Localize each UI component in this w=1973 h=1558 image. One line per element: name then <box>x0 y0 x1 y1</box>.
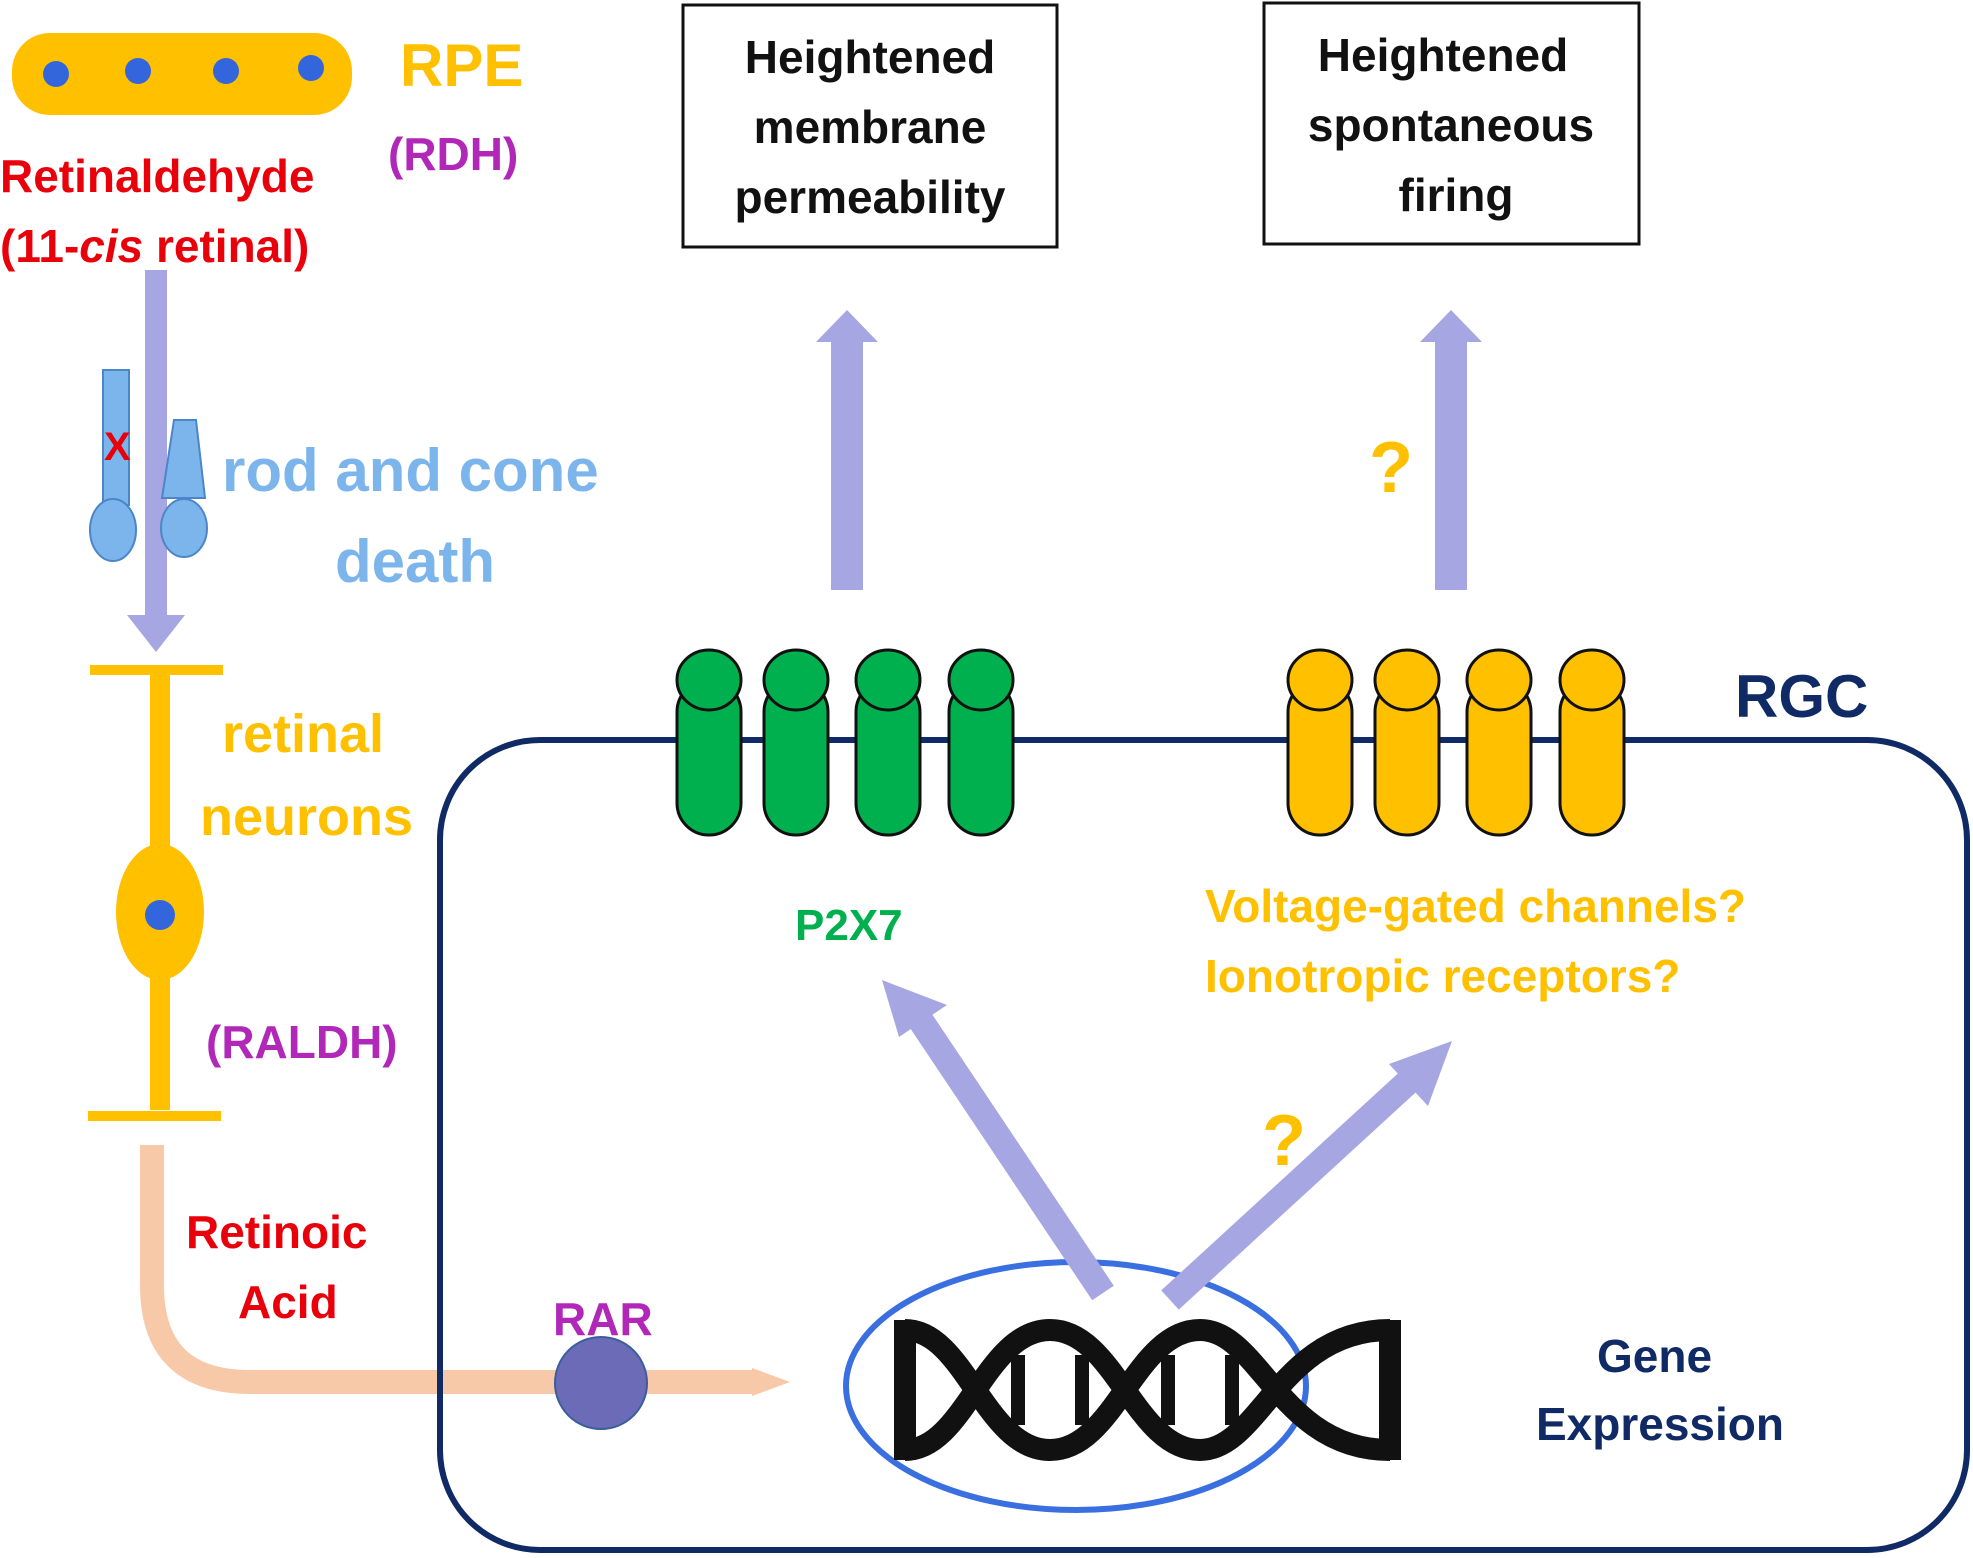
cone-photoreceptor <box>160 419 208 558</box>
retinal-neurons-line2: neurons <box>200 787 413 847</box>
rar-receptor <box>554 1336 648 1430</box>
rod-cone-death-line1: rod and cone <box>222 437 599 504</box>
rod-cone-death-line2: death <box>335 528 495 595</box>
gene-expression-line2: Expression <box>1536 1398 1784 1450</box>
rpe-cells <box>12 33 352 115</box>
rar-label: RAR <box>553 1293 653 1345</box>
membrane-box-line2: membrane <box>754 101 987 153</box>
rdh-label: (RDH) <box>388 128 518 180</box>
raldh-label: (RALDH) <box>206 1016 398 1068</box>
rpe-nucleus <box>125 58 151 84</box>
voltage-gated-channel <box>1286 648 1354 837</box>
membrane-box-line3: permeability <box>735 171 1006 223</box>
membrane-box-line1: Heightened <box>745 31 995 83</box>
retinaldehyde-label: Retinaldehyde <box>0 150 314 202</box>
retinoic-acid-line1: Retinoic <box>186 1206 367 1258</box>
firing-box-line3: firing <box>1399 169 1514 221</box>
dna-helix-icon <box>894 1318 1401 1462</box>
rpe-nucleus <box>43 61 69 87</box>
arrow-to-permeability <box>816 310 878 590</box>
ionotropic-label: Ionotropic receptors? <box>1205 950 1680 1002</box>
voltage-gated-channel <box>1465 648 1533 837</box>
cis-retinal-label: (11-cis retinal) <box>0 220 309 272</box>
p2x7-channel <box>762 648 830 837</box>
retinoic-acid-line2: Acid <box>238 1276 338 1328</box>
voltage-gated-channel <box>1558 648 1626 837</box>
membrane-permeability-box: Heightened membrane permeability <box>681 3 1059 249</box>
retinal-neuron <box>88 665 223 1121</box>
rpe-cell-layer <box>12 33 352 115</box>
rod-death-x-mark: X <box>104 425 131 469</box>
rpe-label: RPE <box>400 32 523 99</box>
voltage-gated-channel <box>1373 648 1441 837</box>
firing-box-line1: Heightened <box>1318 29 1568 81</box>
neuron-nucleus <box>145 900 175 930</box>
p2x7-channel <box>675 648 743 837</box>
rpe-nucleus <box>298 55 324 81</box>
p2x7-channel <box>854 648 922 837</box>
retinoic-acid-arrow <box>140 1145 790 1396</box>
rod-photoreceptor <box>89 369 137 562</box>
rpe-nucleus <box>213 58 239 84</box>
p2x7-channels <box>675 648 1015 837</box>
question-mark-gene: ? <box>1262 1101 1306 1181</box>
arrow-to-firing <box>1420 310 1482 590</box>
spontaneous-firing-box: Heightened spontaneous firing <box>1262 1 1641 246</box>
voltage-gated-channels <box>1286 648 1626 837</box>
rgc-label: RGC <box>1735 663 1868 730</box>
arrow-to-p2x7 <box>882 980 1114 1301</box>
question-mark-firing: ? <box>1369 428 1413 508</box>
p2x7-label: P2X7 <box>795 901 903 950</box>
rgc-cell-membrane <box>437 737 1970 1553</box>
gene-expression-line1: Gene <box>1597 1330 1712 1382</box>
p2x7-channel <box>947 648 1015 837</box>
retinal-neurons-line1: retinal <box>222 704 384 764</box>
arrow-to-voltage-channels <box>1161 1041 1452 1310</box>
firing-box-line2: spontaneous <box>1308 99 1594 151</box>
voltage-gated-label: Voltage-gated channels? <box>1205 880 1746 932</box>
